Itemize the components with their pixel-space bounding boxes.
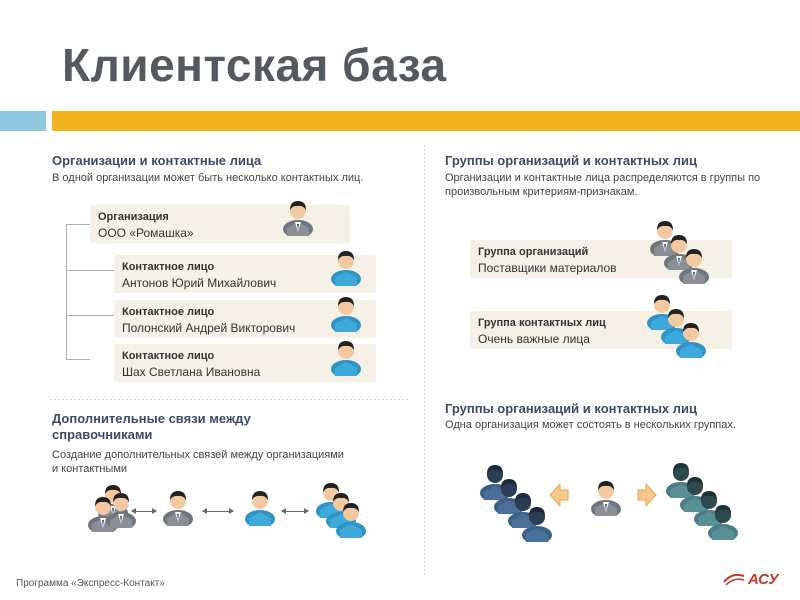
- contact-card[interactable]: Контактное лицо Шах Светлана Ивановна: [114, 344, 376, 382]
- section-heading-orgs-contacts: Организации и контактные лица: [52, 153, 262, 168]
- contact-card[interactable]: Контактное лицо Антонов Юрий Михайлович: [114, 255, 376, 293]
- person-blue-icon: [329, 248, 363, 286]
- accent-bar-orange: [52, 111, 800, 131]
- arrow-left-icon: [548, 482, 570, 508]
- hierarchy-connector: [66, 270, 114, 271]
- person-blue-icon: [674, 320, 708, 358]
- person-blue-icon: [329, 338, 363, 376]
- section-description-multi-groups: Одна организация может состоять в нескол…: [445, 419, 736, 431]
- contact-card-value: Шах Светлана Ивановна: [122, 365, 261, 379]
- group-card-label: Группа организаций: [478, 246, 589, 258]
- section-heading-multi-groups: Группы организаций и контактных лиц: [445, 401, 698, 416]
- section-heading-groups: Группы организаций и контактных лиц: [445, 153, 698, 168]
- person-gray-icon: [589, 478, 623, 516]
- contact-card-value: Полонский Андрей Викторович: [122, 321, 296, 335]
- person-gray-icon: [161, 488, 195, 526]
- double-arrow-icon: [281, 508, 309, 514]
- arrowhead-left: [281, 508, 286, 514]
- vertical-divider: [424, 145, 425, 575]
- contact-card-label: Контактное лицо: [122, 306, 215, 318]
- arrow-right-icon: [636, 482, 658, 508]
- hierarchy-connector: [66, 315, 114, 316]
- arrowhead-right: [304, 508, 309, 514]
- person-blue-icon: [334, 500, 368, 538]
- company-logo: АСУ: [722, 568, 786, 588]
- accent-bar-blue: [0, 111, 46, 131]
- group-card-value: Поставщики материалов: [478, 261, 617, 275]
- org-card-label: Организация: [98, 211, 169, 223]
- group-card-label: Группа контактных лиц: [478, 317, 606, 329]
- section-description-orgs-contacts: В одной организации может быть несколько…: [52, 172, 364, 184]
- section-heading-links: Дополнительные связи между справочниками: [52, 411, 251, 442]
- contact-card-label: Контактное лицо: [122, 261, 215, 273]
- person-navy-icon: [520, 504, 554, 542]
- arrowhead-left: [202, 508, 207, 514]
- page-title: Клиентская база: [62, 39, 447, 91]
- arrowhead-right: [152, 508, 157, 514]
- contact-card-value: Антонов Юрий Михайлович: [122, 276, 277, 290]
- arrowhead-right: [229, 508, 234, 514]
- group-card-value: Очень важные лица: [478, 332, 590, 346]
- section-description-links: Создание дополнительных связей между орг…: [52, 449, 344, 475]
- double-arrow-icon: [131, 508, 157, 514]
- org-card-value: ООО «Ромашка»: [98, 226, 194, 240]
- contact-card[interactable]: Контактное лицо Полонский Андрей Викторо…: [114, 300, 376, 338]
- person-gray-icon: [281, 198, 315, 236]
- person-blue-icon: [243, 488, 277, 526]
- footer-program-name: Программа «Экспресс-Контакт»: [16, 578, 165, 589]
- person-gray-icon: [677, 246, 711, 284]
- section-description-groups: Организации и контактные лица распределя…: [445, 172, 761, 198]
- arrowhead-left: [131, 508, 136, 514]
- person-blue-icon: [329, 294, 363, 332]
- hierarchy-bracket: [66, 224, 90, 360]
- horizontal-divider: [50, 399, 410, 400]
- double-arrow-icon: [202, 508, 234, 514]
- svg-text:АСУ: АСУ: [747, 571, 780, 588]
- contact-card-label: Контактное лицо: [122, 350, 215, 362]
- person-teal-icon: [706, 502, 740, 540]
